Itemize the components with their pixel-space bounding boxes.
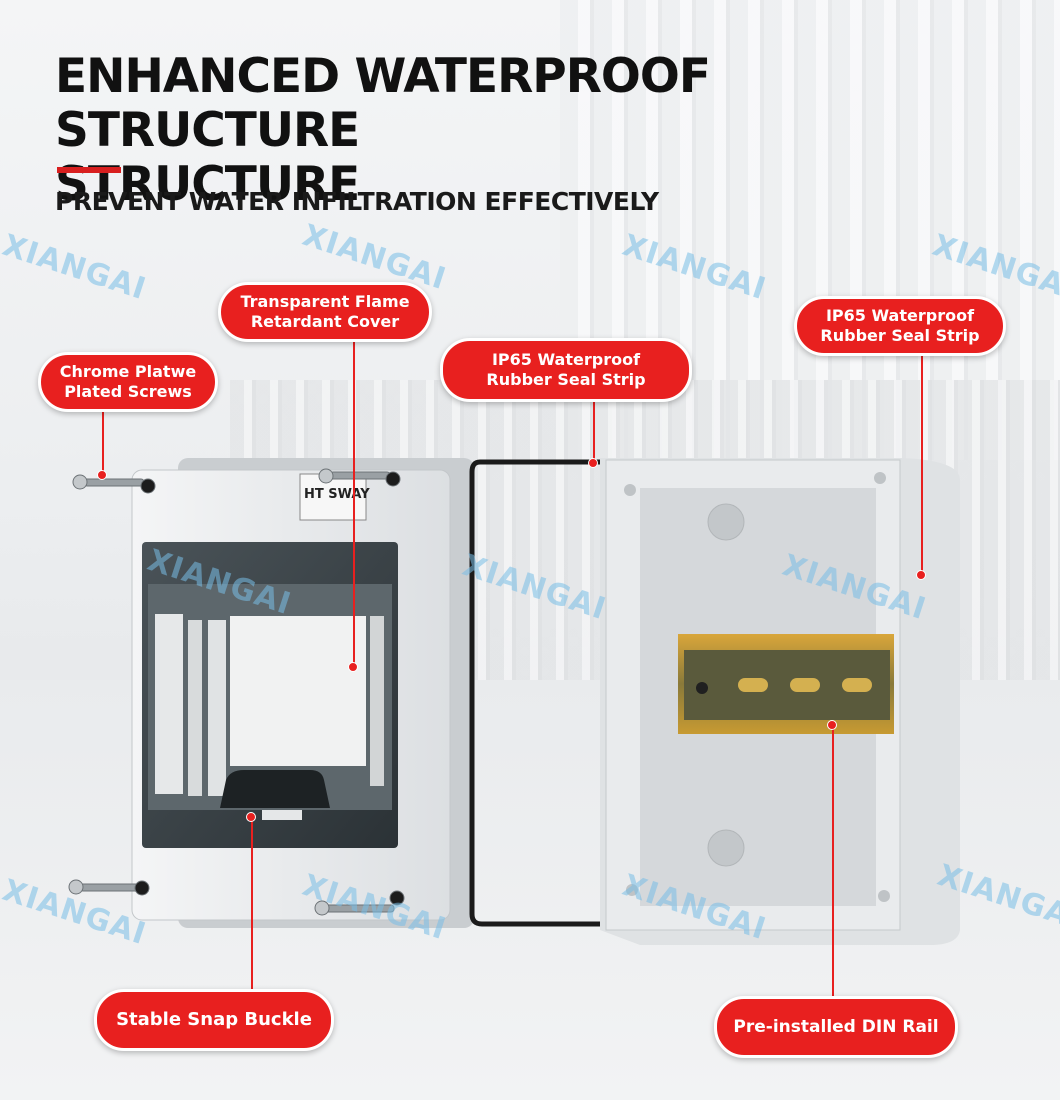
callout-buckle: Stable Snap Buckle: [94, 989, 334, 1051]
callout-cover-line-2: Retardant Cover: [250, 312, 400, 331]
callout-screws-line-1: Chrome Platwe: [59, 362, 197, 381]
callout-seal-center-line-2: Rubber Seal Strip: [486, 370, 646, 389]
leader-dot-buckle: [246, 812, 256, 822]
callout-cover: Transparent Flame Retardant Cover: [218, 282, 432, 342]
leader-seal-center: [593, 398, 595, 462]
accent-bar: [57, 167, 121, 173]
headline-line-2: STRUCTURE: [55, 157, 360, 212]
enclosure-cover: [131, 458, 474, 928]
brand-label: HT SWAY: [304, 487, 370, 502]
callout-screws: Chrome Platwe Plated Screws: [38, 352, 218, 412]
leader-buckle: [251, 818, 253, 993]
callout-seal-right-line-2: Rubber Seal Strip: [820, 326, 980, 345]
leader-dot-cover: [348, 662, 358, 672]
leader-din-rail: [832, 726, 834, 998]
callout-seal-center-line-1: IP65 Waterproof: [491, 350, 641, 369]
callout-seal-right-line-1: IP65 Waterproof: [825, 306, 975, 325]
callout-din-rail-text: Pre-installed DIN Rail: [733, 1017, 939, 1037]
leader-dot-din-rail: [827, 720, 837, 730]
leader-screws: [102, 408, 104, 472]
leader-seal-right: [921, 352, 923, 574]
subtitle: PREVENT WATER INFILTRATION EFFECTIVELY: [55, 187, 659, 216]
enclosure-base: [600, 458, 960, 945]
headline-line-1: ENHANCED WATERPROOF STRUCTURE: [55, 49, 711, 158]
callout-seal-center: IP65 Waterproof Rubber Seal Strip: [440, 338, 692, 402]
leader-dot-seal-center: [588, 458, 598, 468]
callout-din-rail: Pre-installed DIN Rail: [714, 996, 958, 1058]
screws: [68, 468, 405, 916]
headline: ENHANCED WATERPROOF STRUCTURE STRUCTURE: [55, 50, 955, 212]
callout-buckle-text: Stable Snap Buckle: [116, 1009, 312, 1030]
leader-cover: [353, 338, 355, 666]
callout-screws-line-2: Plated Screws: [64, 382, 192, 401]
leader-dot-screws: [97, 470, 107, 480]
callout-cover-line-1: Transparent Flame: [240, 292, 410, 311]
callout-seal-right: IP65 Waterproof Rubber Seal Strip: [794, 296, 1006, 356]
leader-dot-seal-right: [916, 570, 926, 580]
